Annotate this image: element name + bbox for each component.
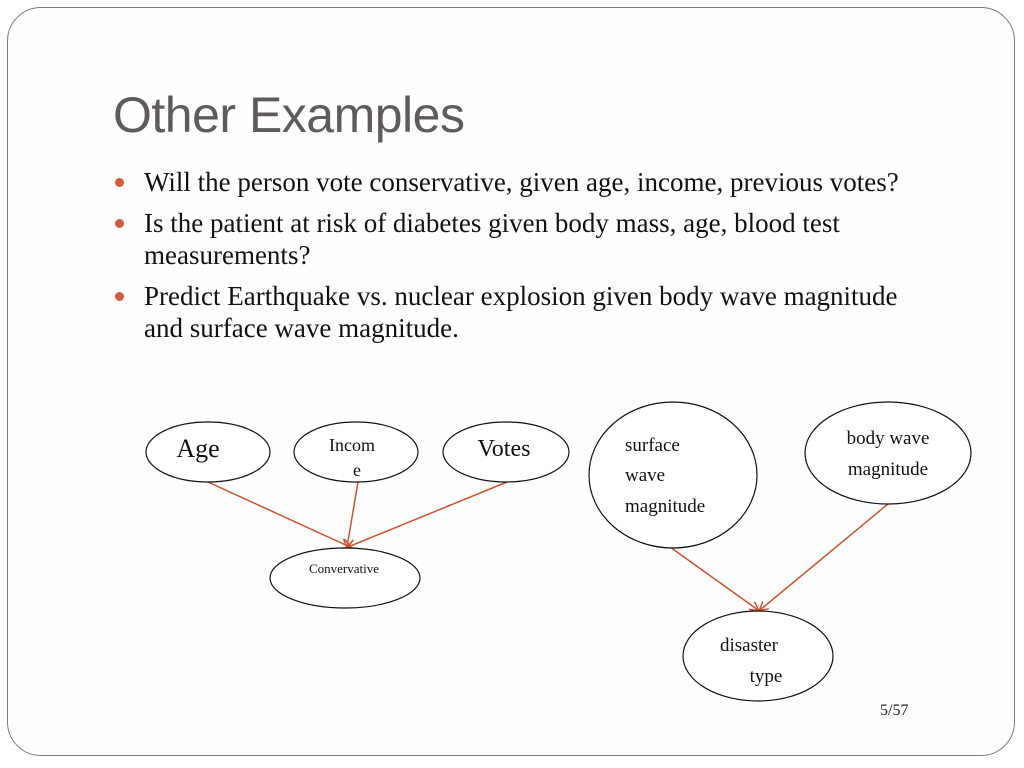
node-surface-wave-label-line3: magnitude (625, 496, 705, 517)
node-age: Age (145, 421, 271, 483)
node-disaster-type-label-line1: disaster (720, 635, 779, 656)
bullet-dot-icon (115, 219, 124, 228)
node-income-label-line1: Incom (329, 435, 375, 455)
bullet-item: Is the patient at risk of diabetes given… (115, 207, 935, 271)
node-disaster-type: disaster type (682, 610, 834, 702)
edge-body-wave-to-disaster (760, 503, 889, 610)
bullet-text: Predict Earthquake vs. nuclear explosion… (144, 281, 898, 343)
node-age-label: Age (176, 434, 219, 463)
node-votes: Votes (442, 421, 570, 483)
node-income-label-line2: e (353, 460, 361, 480)
node-body-wave: body wave magnitude (804, 401, 972, 505)
node-income: Incom e (293, 421, 419, 483)
node-surface-wave-label-line1: surface (625, 435, 680, 456)
node-body-wave-label-line1: body wave (847, 428, 930, 449)
edge-votes-to-conservative (348, 481, 508, 547)
bullet-item: Will the person vote conservative, given… (115, 166, 935, 198)
bullet-text: Will the person vote conservative, given… (144, 167, 899, 197)
node-body-wave-label-line2: magnitude (848, 459, 928, 480)
node-votes-label: Votes (478, 436, 531, 462)
edge-income-to-conservative (347, 481, 359, 547)
edge-surface-wave-to-disaster (669, 546, 758, 610)
bullet-dot-icon (115, 292, 124, 301)
node-surface-wave-label-line2: wave (625, 465, 665, 486)
node-conservative-label: Convervative (309, 561, 379, 576)
slide-title: Other Examples (113, 87, 465, 143)
bullet-list: Will the person vote conservative, given… (115, 166, 935, 353)
node-disaster-type-label-line2: type (750, 666, 783, 687)
bullet-dot-icon (115, 178, 124, 187)
page-number: 5/57 (880, 702, 909, 719)
bullet-text: Is the patient at risk of diabetes given… (144, 208, 840, 270)
node-surface-wave: surface wave magnitude (588, 401, 758, 549)
edge-age-to-conservative (207, 481, 350, 547)
node-conservative: Convervative (269, 547, 421, 609)
slide-frame (7, 7, 1015, 756)
bullet-item: Predict Earthquake vs. nuclear explosion… (115, 280, 935, 344)
